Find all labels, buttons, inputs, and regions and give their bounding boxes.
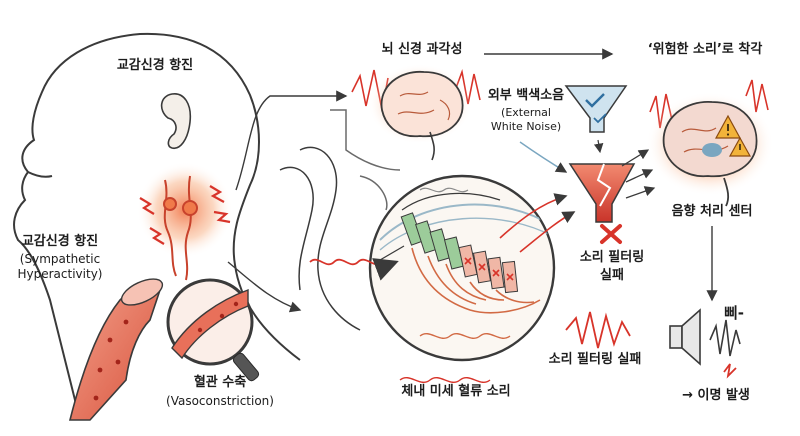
sound-center-brain [646, 79, 774, 207]
arrow-into-cochlea [372, 258, 399, 281]
white-noise-en-line1: (External [501, 106, 551, 119]
blood-vessel [68, 278, 164, 421]
arrow-to-brain [235, 90, 348, 191]
filter-fail-bottom-label: 소리 필터링 실패 [548, 352, 642, 367]
blood-flow-wave [399, 377, 491, 383]
sympathetic-en-line2: Hyperactivity) [17, 267, 103, 281]
tinnitus-label: → 이명 발생 [682, 388, 750, 403]
white-noise-label: 외부 백색소음 [487, 88, 565, 103]
spark-icons [139, 185, 231, 245]
vasoconstriction-label: 혈관 수축 [193, 375, 247, 390]
sympathetic-left-label: 교감신경 항진 [21, 234, 99, 249]
white-noise-en-line2: White Noise) [490, 120, 562, 133]
warning-icon [714, 114, 742, 139]
arrows-to-sound-center [621, 149, 656, 199]
sympathetic-en-line1: (Sympathetic [19, 252, 101, 266]
magnifier-icon [166, 278, 260, 382]
speaker-icon [669, 308, 741, 379]
neck-nerves [163, 175, 198, 281]
blood-flow-sound-label: 체내 미세 혈류 소리 [401, 384, 511, 399]
failed-funnel [568, 163, 636, 244]
cochlea-zoom [368, 174, 556, 362]
vasoconstriction-en: (Vasoconstriction) [166, 394, 274, 408]
arrow-funnel-down [593, 139, 604, 154]
filter-fail-label-1: 소리 필터링 [579, 250, 645, 265]
beep-label: 삐- [724, 304, 745, 322]
red-signal-arrows [499, 193, 576, 253]
sound-center-label: 음향 처리 센터 [671, 204, 753, 219]
white-noise-funnel [564, 85, 628, 133]
fail-x-icon [600, 224, 622, 244]
misperception-label: ‘위험한 소리’로 착각 [647, 42, 763, 57]
arrow-to-ear [227, 261, 302, 313]
arrow-noise-in [519, 141, 568, 173]
upper-brain [351, 64, 481, 161]
head-silhouette [13, 32, 301, 421]
warning-icon-small [728, 136, 752, 157]
filter-fail-label-2: 실패 [600, 268, 624, 283]
filter-fail-wave [565, 311, 631, 349]
ear-anatomy [279, 109, 401, 331]
sympathetic-top-label: 교감신경 항진 [116, 58, 194, 73]
hypersensitivity-label: 뇌 신경 과각성 [381, 42, 463, 57]
incoming-wave [309, 258, 383, 266]
head-ear [160, 93, 192, 149]
